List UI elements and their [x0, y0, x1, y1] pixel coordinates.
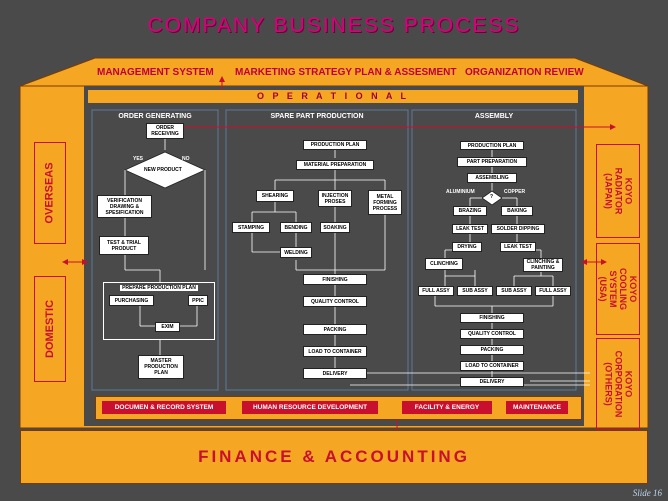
overseas-label: OVERSEAS: [44, 162, 57, 224]
drying-box: DRYING: [452, 242, 482, 252]
koyo-japan-label: KOYO RADIATOR (JAPAN): [603, 167, 633, 215]
order-column-panel: [91, 109, 219, 391]
baking-box: BAKING: [501, 206, 533, 216]
delivery-box: DELIVERY: [303, 368, 367, 379]
operational-bar: O P E R A T I O N A L: [88, 90, 578, 103]
order-receiving-box: ORDER RECEIVING: [146, 123, 184, 139]
sub-assy-1-box: SUB ASSY: [457, 286, 493, 296]
koyo-usa-label: KOYO COOLING SYSTEM (USA): [598, 268, 638, 310]
maintenance-box: MAINTENANCE: [506, 401, 568, 414]
asm-packing-box: PACKING: [460, 345, 524, 355]
organization-review: ORGANIZATION REVIEW: [465, 67, 584, 78]
hr-development-box: HUMAN RESOURCE DEVELOPMENT: [242, 401, 378, 414]
welding-box: WELDING: [280, 247, 312, 258]
asm-finishing-box: FINISHING: [460, 313, 524, 323]
facility-energy-box: FACILITY & ENERGY: [402, 401, 492, 414]
management-system: MANAGEMENT SYSTEM: [97, 67, 214, 78]
page-title: COMPANY BUSINESS PROCESS: [147, 14, 521, 37]
shearing-box: SHEARING: [256, 190, 294, 202]
full-assy-1-box: FULL ASSY: [418, 286, 454, 296]
overseas-box: OVERSEAS: [34, 142, 66, 244]
slide-number: Slide 16: [632, 488, 662, 498]
test-trial-box: TEST & TRIAL PRODUCT: [99, 236, 149, 255]
assembling-box: ASSEMBLING: [467, 173, 517, 183]
spare-column-panel: [225, 109, 409, 391]
assembly-header: ASSEMBLY: [474, 113, 514, 120]
copper-label: COPPER: [504, 189, 526, 195]
clinching-box: CLINCHING: [425, 258, 463, 270]
aluminium-label: ALUMINIUM: [446, 189, 475, 195]
full-assy-2-box: FULL ASSY: [535, 286, 571, 296]
production-plan-group: PREPARE PRODUCTION PLAN: [103, 282, 215, 340]
quality-box: QUALITY CONTROL: [303, 296, 367, 307]
finance-label: FINANCE & ACCOUNTING: [198, 447, 470, 466]
asm-delivery-box: DELIVERY: [460, 377, 524, 387]
flow-connectors: [124, 139, 554, 377]
master-plan-box: MASTER PRODUCTION PLAN: [138, 355, 184, 379]
domestic-label: DOMESTIC: [44, 299, 56, 359]
no-label: NO: [182, 156, 190, 162]
order-generating-header: ORDER GENERATING: [118, 113, 192, 120]
metal-forming-box: METAL FORMING PROCESS: [368, 190, 402, 215]
prepare-plan-label: PREPARE PRODUCTION PLAN: [120, 285, 198, 291]
new-product-label: NEW PRODUCT: [144, 167, 182, 173]
soaking-box: SOAKING: [320, 222, 350, 233]
bending-box: BENDING: [280, 222, 312, 233]
domestic-box: DOMESTIC: [34, 276, 66, 382]
leak-test-2-box: LEAK TEST: [500, 242, 536, 252]
material-prep-box: MATERIAL PREPARATION: [296, 160, 374, 170]
ppic-box: PPIC: [188, 295, 208, 306]
finance-bar: FINANCE & ACCOUNTING: [20, 430, 648, 484]
koyo-others-label: KOYO CORPORATION (OTHERS): [603, 350, 634, 418]
spare-part-header: SPARE PART PRODUCTION: [270, 113, 364, 120]
purchasing-box: PURCHASING: [109, 295, 154, 306]
brazing-box: BRAZING: [453, 206, 487, 216]
part-prep-box: PART PREPARATION: [457, 157, 527, 167]
decision-label: ?: [490, 194, 494, 200]
asm-production-plan-box: PRODUCTION PLAN: [460, 141, 524, 150]
assembly-column-panel: [411, 109, 577, 391]
koyo-japan-box: KOYO RADIATOR (JAPAN): [596, 144, 640, 238]
koyo-usa-box: KOYO COOLING SYSTEM (USA): [596, 243, 640, 335]
asm-load-box: LOAD TO CONTAINER: [460, 361, 524, 371]
operational-label: O P E R A T I O N A L: [256, 91, 409, 101]
stamping-box: STAMPING: [232, 222, 270, 233]
leak-test-1-box: LEAK TEST: [452, 224, 488, 234]
yes-label: YES: [133, 156, 144, 162]
koyo-others-box: KOYO CORPORATION (OTHERS): [596, 338, 640, 430]
clinching-painting-box: CLINCHING & PAINTING: [523, 258, 563, 272]
asm-quality-box: QUALITY CONTROL: [460, 329, 524, 339]
packing-box: PACKING: [303, 324, 367, 335]
marketing-strategy: MARKETING STRATEGY PLAN & ASSESMENT: [235, 67, 457, 78]
injection-box: INJECTION PROSES: [318, 190, 352, 207]
document-record-box: DOCUMEN & RECORD SYSTEM: [102, 401, 226, 414]
finishing-box: FINISHING: [303, 274, 367, 285]
solder-dipping-box: SOLDER DIPPING: [491, 224, 545, 234]
verification-box: VERIFICATION DRAWING & SPESIFICATION: [97, 195, 152, 218]
load-box: LOAD TO CONTAINER: [303, 346, 367, 357]
support-bar: DOCUMEN & RECORD SYSTEM HUMAN RESOURCE D…: [95, 396, 582, 420]
exim-box: EXIM: [155, 322, 180, 332]
production-plan-box: PRODUCTION PLAN: [303, 140, 367, 150]
sub-assy-2-box: SUB ASSY: [496, 286, 532, 296]
